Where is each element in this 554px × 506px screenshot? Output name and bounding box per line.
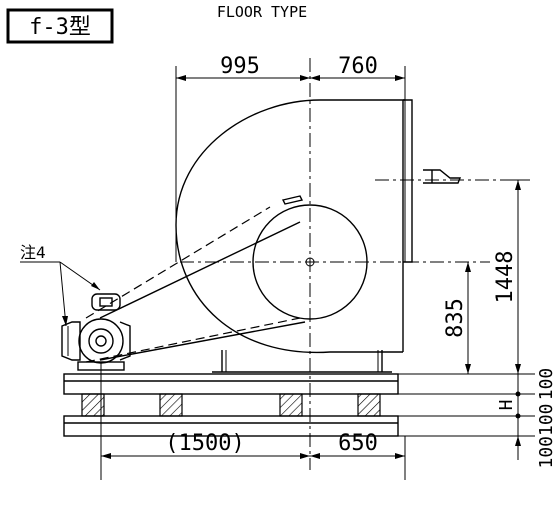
fan-casing (175, 99, 413, 354)
floor-type-caption: FLOOR TYPE (217, 3, 307, 21)
dim-h: H (496, 400, 517, 411)
dim-835-line: 835 (443, 262, 471, 374)
dim-995: 995 (220, 54, 260, 79)
dim-760: 760 (338, 54, 378, 79)
dim-650: 650 (338, 431, 378, 456)
type-label-box: f-3型 (6, 8, 114, 44)
belt-guard (85, 206, 306, 363)
dim-100100-bottom: 100100 (536, 403, 554, 468)
base-frame (63, 373, 399, 437)
dim-1500: (1500) (165, 431, 244, 456)
right-extensions (398, 179, 535, 437)
dim-1448: 1448 (493, 251, 518, 304)
fan-stand (212, 350, 392, 373)
dim-100-top: 100 (536, 368, 554, 401)
base-dim-chain: 100 H 100100 (496, 360, 554, 469)
dim-1448-line: 1448 (493, 180, 521, 374)
note-4-label: 注4 (20, 243, 46, 262)
top-dimension: 995 760 (175, 54, 406, 262)
dim-835: 835 (443, 298, 468, 338)
note-4: 注4 (20, 243, 101, 327)
bottom-dimension: (1500) 650 (100, 362, 406, 480)
centerline-symbol (423, 169, 462, 184)
motor (61, 293, 131, 371)
type-label: f-3型 (29, 15, 91, 40)
